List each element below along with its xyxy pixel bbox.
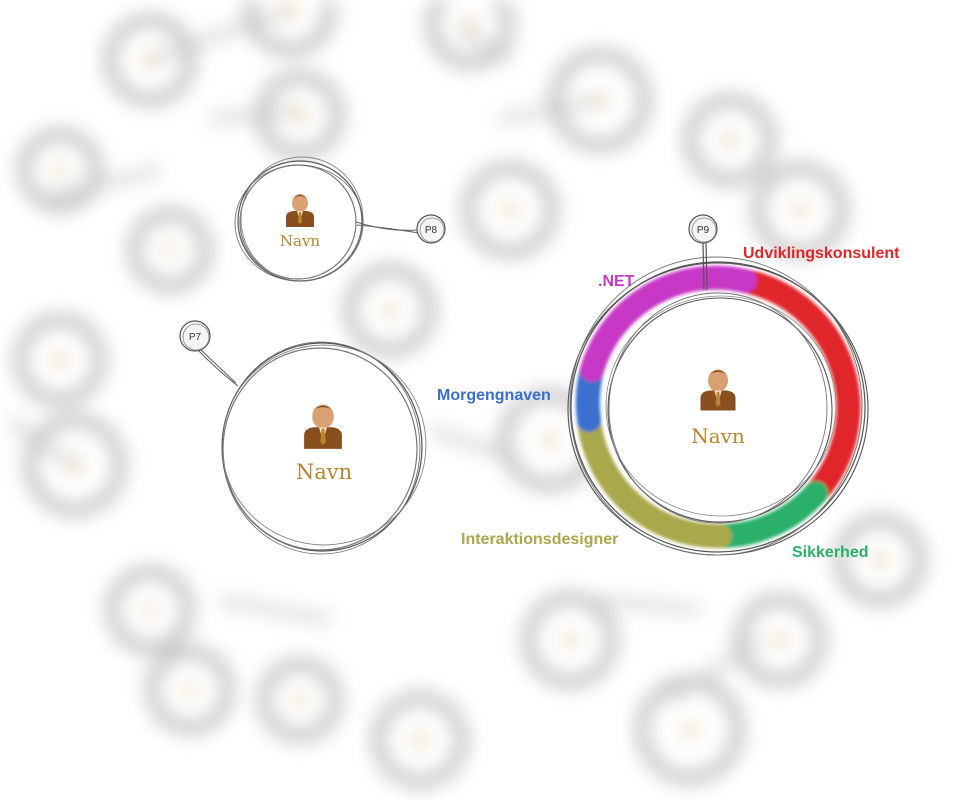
pin-p9-label: P9 [697,225,710,236]
node-p9-name: Navn [691,424,745,448]
node-p8-name: Navn [280,232,321,250]
pin-p9[interactable]: P9 [688,214,718,244]
pin-p7[interactable]: P7 [179,320,211,352]
node-p8[interactable]: P8 Navn [234,156,446,282]
skill-label-interaktionsdesigner: Interaktionsdesigner [461,531,618,548]
node-p8-connector [355,221,420,234]
node-p9-connector [702,241,708,291]
skill-label-sikkerhed: Sikkerhed [792,544,868,561]
node-p7-name: Navn [296,460,352,484]
node-p9[interactable]: P9 Navn [567,214,869,556]
skill-label-morgengnaven: Morgengnaven [437,387,551,404]
skill-segment-sikkerhed [708,481,828,548]
pin-p7-label: P7 [189,332,202,343]
skill-segment-net [580,265,757,382]
skill-label-udviklingskonsulent: Udviklingskonsulent [743,245,900,262]
skill-segment-udviklingskonsulent [733,269,861,505]
node-p9-sketch [567,256,869,556]
skill-ring [575,265,861,549]
skill-label-net: .NET [598,273,635,290]
node-p7[interactable]: P7 Navn [179,320,427,555]
pin-p8-label: P8 [425,225,438,236]
skill-segment-interaktionsdesigner [577,408,732,549]
node-p7-connector [197,348,239,387]
pin-p8[interactable]: P8 [416,214,446,244]
